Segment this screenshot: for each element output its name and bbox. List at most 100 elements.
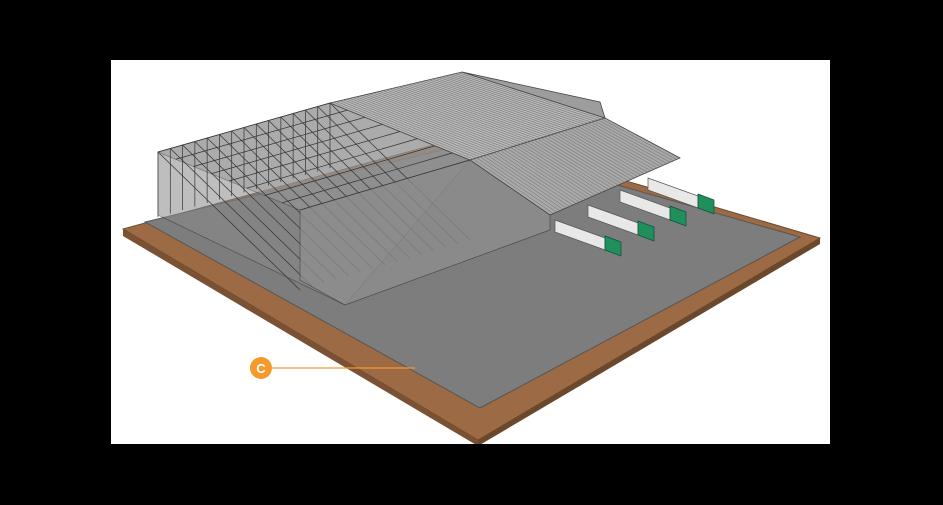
canopy-rib — [530, 140, 609, 190]
roof-rib — [409, 84, 552, 136]
roof-rib — [445, 75, 589, 124]
canopy-rib — [574, 127, 651, 172]
roof-rib — [353, 97, 494, 153]
truck-cab — [697, 193, 715, 215]
canopy-rib — [581, 125, 658, 169]
canopy-rib — [493, 152, 573, 206]
canopy-rib — [513, 146, 593, 197]
canopy-rib — [591, 121, 668, 164]
rack-level — [175, 109, 348, 160]
roof-rib — [422, 81, 565, 131]
roof-rib — [405, 84, 548, 137]
rack-level — [264, 145, 436, 196]
roof-rib — [349, 98, 491, 154]
soil-side-front — [123, 229, 478, 444]
canopy-rib — [567, 129, 645, 174]
roof-rib — [389, 88, 531, 142]
canopy-rib — [557, 132, 635, 179]
roof-rib — [419, 81, 562, 132]
truck-cab — [669, 205, 687, 227]
roof-rib — [362, 95, 504, 150]
canopy-rib — [571, 128, 648, 173]
roof-rib — [343, 99, 484, 157]
canopy-rib — [537, 138, 616, 187]
canopy-rib — [473, 158, 554, 214]
canopy-rib — [503, 149, 583, 201]
canopy-rib — [500, 150, 580, 203]
canopy-rib — [510, 147, 590, 199]
truck-cab — [637, 220, 655, 242]
canopy-rib — [554, 133, 632, 180]
callout-label: C — [256, 360, 266, 376]
canopy-rib — [550, 134, 629, 182]
canopy-rib — [490, 153, 570, 207]
canopy-rib — [506, 148, 586, 200]
canopy-rib — [496, 151, 577, 204]
truck-cab — [604, 235, 622, 257]
warehouse-roof — [328, 71, 681, 216]
roof-rib — [402, 85, 545, 138]
roof-rib — [412, 83, 555, 134]
roof-rib — [392, 88, 535, 141]
canopy-rib — [527, 141, 606, 191]
roof-rib — [428, 79, 572, 129]
rack-beam — [170, 148, 313, 287]
warehouse-illustration — [121, 71, 822, 444]
roof-rib — [346, 98, 487, 155]
rack-level — [228, 131, 401, 182]
rack-level — [246, 138, 418, 189]
canopy-rib — [479, 156, 560, 211]
truck-icon — [587, 204, 655, 242]
soil-side-right — [478, 238, 820, 444]
roof-rib — [366, 94, 508, 149]
canopy-rib — [584, 124, 661, 167]
roof-rib — [376, 91, 518, 146]
roof-rib — [455, 73, 599, 121]
roof-rib — [432, 78, 575, 128]
roof-rib — [425, 80, 568, 130]
truck-icon — [554, 219, 622, 257]
roof-rib — [333, 101, 474, 160]
roof-rib — [442, 76, 585, 125]
canopy-rib — [560, 131, 638, 177]
roof-rib — [372, 92, 514, 147]
rack-beam — [157, 151, 301, 291]
canopy-rib — [486, 154, 567, 209]
canopy-rib — [523, 142, 603, 193]
roof-rib — [458, 72, 602, 120]
canopy-rib — [476, 157, 557, 213]
warehouse-wall — [299, 159, 551, 306]
callout-badge-c: C — [250, 357, 272, 379]
canopy-rib — [517, 145, 596, 196]
canopy-rib — [533, 139, 612, 189]
roof-rib — [359, 95, 501, 151]
roof-rib — [452, 74, 595, 122]
roof-rib — [379, 91, 521, 145]
roof-rib — [415, 82, 558, 133]
canopy-rib — [520, 144, 599, 194]
rack-level — [157, 102, 331, 153]
illustration-frame: C — [111, 60, 830, 444]
canopy-rib — [564, 130, 642, 176]
canopy-rib — [577, 126, 655, 170]
rack-level — [211, 124, 383, 175]
roof-rib — [435, 77, 579, 127]
canopy-rib — [547, 135, 625, 183]
truck-fleet — [554, 177, 715, 257]
roof-rib — [356, 96, 498, 152]
roof-rib — [399, 86, 541, 139]
rack-level — [282, 152, 453, 204]
canopy-rib — [601, 118, 677, 160]
canopy-rib — [598, 119, 674, 162]
roof-rib — [339, 100, 481, 158]
roof-rib — [382, 90, 525, 144]
canopy-rib — [540, 137, 619, 186]
roof-rib — [369, 93, 511, 148]
canopy-rib — [588, 123, 664, 166]
roof-rib — [336, 101, 477, 159]
truck-icon — [647, 177, 715, 215]
roof-rib — [395, 87, 538, 140]
roof-rib — [448, 74, 592, 123]
roof-rib — [386, 89, 528, 143]
roof-rib — [438, 77, 582, 126]
